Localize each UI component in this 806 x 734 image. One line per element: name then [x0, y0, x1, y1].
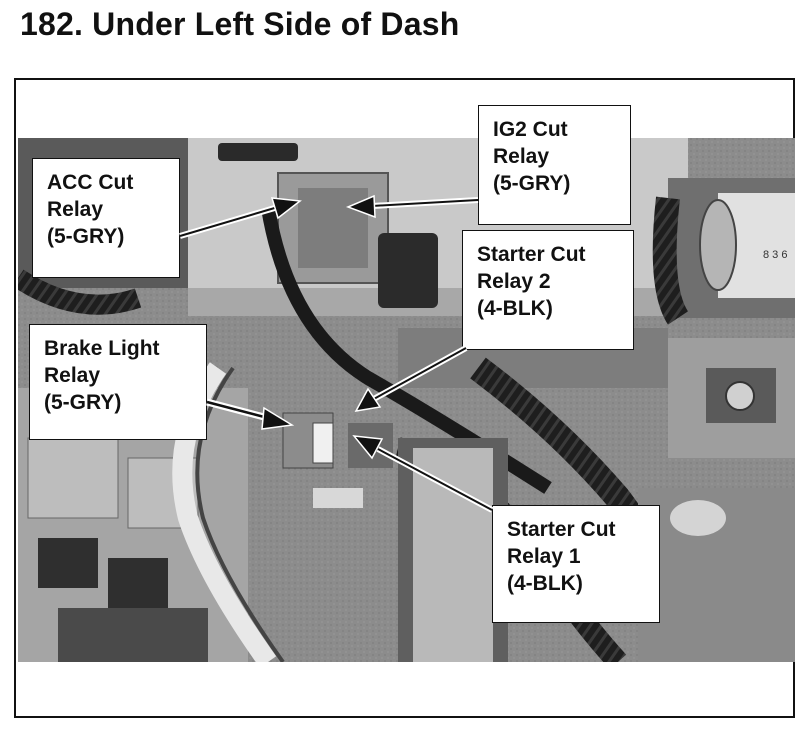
callout-acc-line-1: ACC Cut: [47, 171, 134, 194]
page-title: 182. Under Left Side of Dash: [20, 6, 460, 42]
callout-sc2-line-1: Starter Cut: [477, 243, 586, 266]
callout-sc2-line-2: Relay 2: [477, 270, 551, 293]
callout-brake-line-2: Relay: [44, 364, 101, 387]
callout-sc1-line-3: (4-BLK): [507, 572, 583, 595]
callout-ig2-line-1: IG2 Cut: [493, 118, 568, 141]
callout-sc1-line-1: Starter Cut: [507, 518, 616, 541]
callout-acc-line-3: (5-GRY): [47, 225, 125, 248]
callout-sc1-line-2: Relay 1: [507, 545, 581, 568]
callout-ig2-line-2: Relay: [493, 145, 550, 168]
figure-frame: 8 3 6: [14, 78, 795, 718]
callout-starter-cut-relay-2: Starter Cut Relay 2 (4-BLK): [462, 230, 634, 350]
callout-starter-cut-relay-1: Starter Cut Relay 1 (4-BLK): [492, 505, 660, 623]
callout-brake-line-1: Brake Light: [44, 337, 160, 360]
callout-ig2-line-3: (5-GRY): [493, 172, 571, 195]
callout-acc-line-2: Relay: [47, 198, 104, 221]
callout-brake-light-relay: Brake Light Relay (5-GRY): [29, 324, 207, 440]
callout-ig2-cut-relay: IG2 Cut Relay (5-GRY): [478, 105, 631, 225]
callout-sc2-line-3: (4-BLK): [477, 297, 553, 320]
callout-acc-cut-relay: ACC Cut Relay (5-GRY): [32, 158, 180, 278]
callout-brake-line-3: (5-GRY): [44, 391, 122, 414]
meter-label: 8 3 6: [763, 249, 787, 261]
